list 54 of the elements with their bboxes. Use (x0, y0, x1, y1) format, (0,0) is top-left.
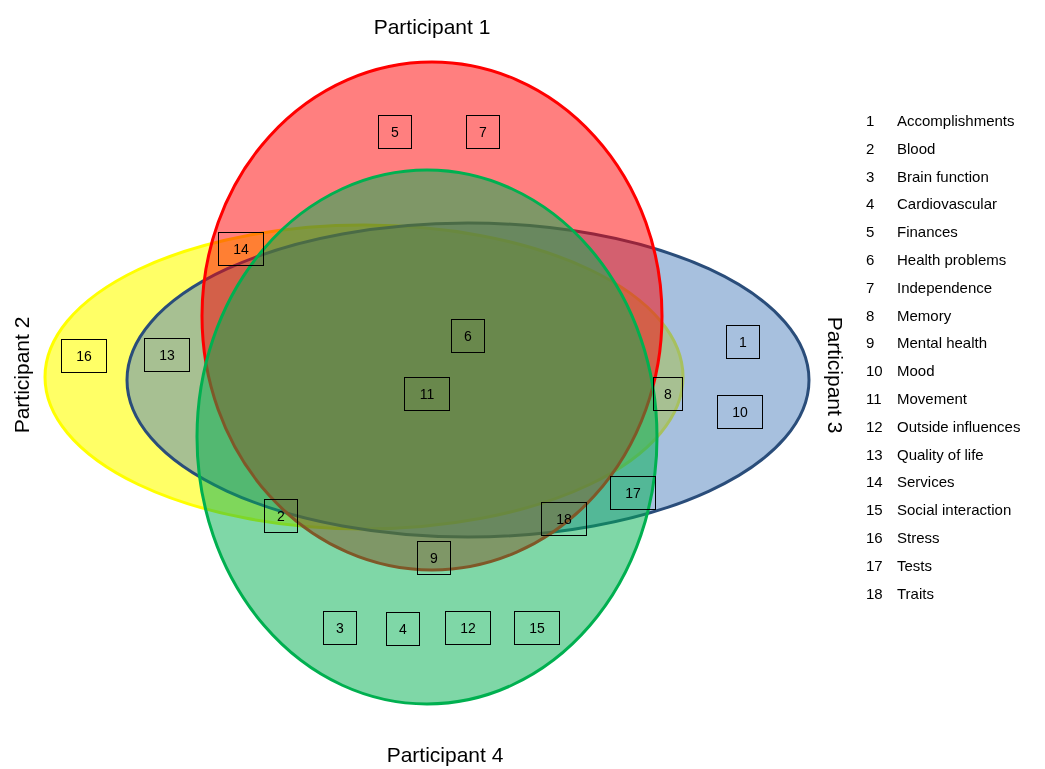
legend-item-label: Blood (897, 139, 936, 157)
legend-item-label: Traits (897, 584, 934, 602)
callout-number: 14 (218, 232, 264, 266)
legend-key-number: 7 (866, 278, 875, 296)
legend-key-number: 15 (866, 501, 883, 519)
legend-item-label: Social interaction (897, 501, 1012, 519)
callout-number: 11 (404, 377, 450, 411)
legend-item-label: Stress (897, 529, 940, 546)
legend-key-number: 4 (866, 195, 875, 213)
legend-item-label: Outside influences (897, 417, 1021, 435)
legend-item-label: Finances (897, 223, 958, 241)
set-title: Participant 2 (10, 316, 34, 434)
legend-key-number: 16 (866, 529, 883, 546)
callout-number: 4 (386, 612, 420, 646)
legend-item-label: Mental health (897, 334, 988, 352)
callout-number: 10 (717, 395, 763, 429)
callout-number: 7 (466, 115, 500, 149)
legend-key-number: 10 (866, 362, 883, 380)
legend-key-number: 11 (866, 390, 882, 407)
set-title: Participant 1 (373, 15, 491, 39)
callout-number: 5 (378, 115, 412, 149)
legend-key-number: 17 (866, 556, 883, 574)
legend-item-label: Services (897, 473, 955, 491)
callout-number: 3 (323, 611, 357, 645)
legend-item-label: Movement (897, 390, 968, 407)
callout-number: 15 (514, 611, 560, 645)
legend-item-label: Brain function (897, 167, 989, 185)
legend-key-number: 18 (866, 584, 883, 602)
legend-key-number: 14 (866, 473, 883, 491)
legend-key-number: 5 (866, 223, 875, 241)
legend-key-number: 9 (866, 334, 875, 352)
legend-key-number: 2 (866, 139, 875, 157)
legend-item-label: Accomplishments (897, 112, 1015, 129)
legend-key-number: 12 (866, 417, 883, 435)
legend-key-number: 6 (866, 251, 875, 268)
callout-number: 12 (445, 611, 491, 645)
legend-item-label: Independence (897, 278, 993, 296)
legend-item-label: Quality of life (897, 445, 984, 463)
legend-item-label: Memory (897, 306, 952, 324)
callout-number: 17 (610, 476, 656, 510)
legend-key-number: 1 (866, 112, 875, 129)
legend-item-label: Cardiovascular (897, 195, 998, 213)
legend-item-label: Mood (897, 362, 935, 380)
callout-number: 1 (726, 325, 760, 359)
callout-number: 18 (541, 502, 587, 536)
legend-item-label: Tests (897, 556, 932, 574)
legend-item-label: Health problems (897, 251, 1007, 268)
callout-number: 16 (61, 339, 107, 373)
legend-key-number: 8 (866, 306, 875, 324)
legend-key-number: 13 (866, 445, 883, 463)
set-title: Participant 3 (823, 316, 847, 434)
legend-key-number: 3 (866, 167, 875, 185)
set-title: Participant 4 (386, 743, 504, 767)
callout-number: 6 (451, 319, 485, 353)
